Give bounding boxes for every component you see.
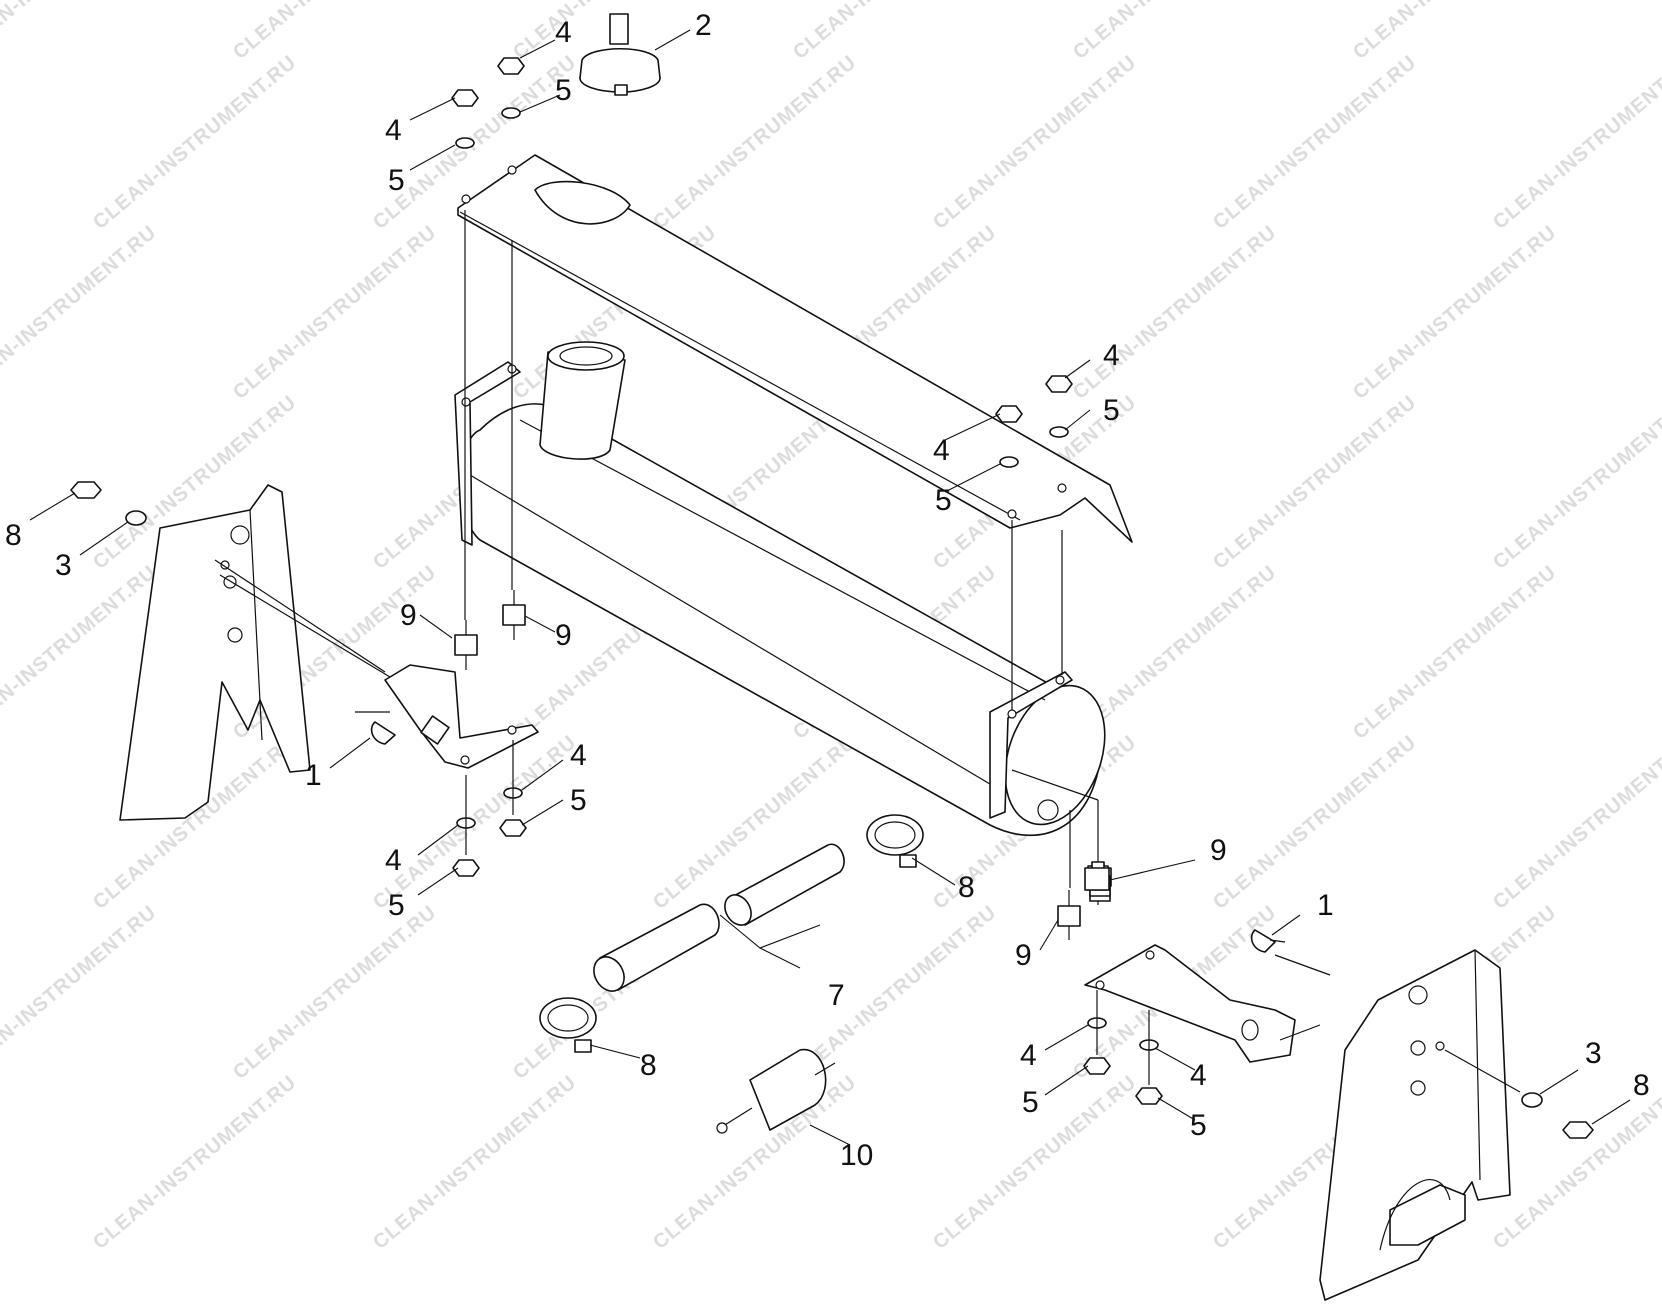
pipe-assembly	[593, 843, 845, 992]
watermark-text: CLEAN-INSTRUMENT.RU	[1209, 51, 1421, 234]
watermark-text: CLEAN-INSTRUMENT.RU	[1209, 731, 1421, 914]
callout-9: 9	[555, 619, 572, 652]
callout-labels: 2 4 5 4 5 4 5 4 5 8 3 9 9 1 4 5 4 5 8 7 …	[5, 9, 1650, 1172]
watermark-text: CLEAN-INSTRUMENT.RU	[1349, 561, 1561, 744]
callout-3: 3	[55, 549, 72, 582]
watermark-text: CLEAN-INSTRUMENT.RU	[789, 0, 1001, 64]
right-screw	[1250, 929, 1286, 953]
callout-5: 5	[388, 164, 405, 197]
callout-9: 9	[1210, 834, 1227, 867]
left-rubber-mounts	[454, 590, 526, 670]
watermark-text: CLEAN-INSTRUMENT.RU	[1489, 51, 1662, 234]
callout-10: 10	[840, 1139, 873, 1172]
callout-8: 8	[5, 519, 22, 552]
callout-1: 1	[1317, 889, 1334, 922]
inlet-pipe	[539, 341, 626, 460]
watermark-text: CLEAN-INSTRUMENT.RU	[229, 0, 441, 64]
top-hardware	[451, 57, 1073, 468]
callout-5: 5	[555, 74, 572, 107]
callout-4: 4	[570, 739, 587, 772]
callout-4: 4	[1190, 1059, 1207, 1092]
right-stand-hardware	[1444, 1049, 1594, 1139]
watermark-text: CLEAN-INSTRUMENT.RU	[649, 51, 861, 234]
callout-4: 4	[555, 16, 572, 49]
leader-lines	[29, 29, 1631, 1146]
right-bottom-hardware	[1083, 990, 1163, 1105]
fuel-cap	[579, 13, 661, 96]
watermark-text: CLEAN-INSTRUMENT.RU	[1209, 391, 1421, 574]
left-mount-bracket	[355, 664, 539, 769]
hose-clamps	[539, 814, 924, 1053]
callout-4: 4	[1020, 1039, 1037, 1072]
callout-4: 4	[1103, 339, 1120, 372]
watermark-text: CLEAN-INSTRUMENT.RU	[1069, 0, 1281, 64]
left-stand-hardware	[70, 481, 147, 526]
callout-4: 4	[385, 844, 402, 877]
watermark-text: CLEAN-INSTRUMENT.RU	[1069, 221, 1281, 404]
watermark-text: CLEAN-INSTRUMENT.RU	[1349, 221, 1561, 404]
left-bottom-hardware	[452, 740, 527, 877]
muffler-left-bracket	[454, 361, 521, 546]
callout-3: 3	[1585, 1037, 1602, 1070]
watermark-text: CLEAN-INSTRUMENT.RU	[0, 221, 161, 404]
watermark-text: CLEAN-INSTRUMENT.RU	[229, 901, 441, 1084]
callout-5: 5	[935, 484, 952, 517]
watermark-text: CLEAN-INSTRUMENT.RU	[1349, 0, 1561, 64]
callout-4: 4	[933, 434, 950, 467]
left-stand	[119, 484, 396, 821]
callout-9: 9	[400, 599, 417, 632]
heat-shield	[457, 154, 1133, 543]
callout-1: 1	[305, 759, 322, 792]
watermark-text: CLEAN-INSTRUMENT.RU	[1489, 731, 1662, 914]
watermark-text: CLEAN-INSTRUMENT.RU	[0, 901, 161, 1084]
watermark-text: CLEAN-INSTRUMENT.RU	[229, 221, 441, 404]
right-mount-bracket	[1084, 944, 1331, 1063]
watermark-text: CLEAN-INSTRUMENT.RU	[789, 901, 1001, 1084]
muffler-right-bracket	[989, 671, 1073, 819]
watermark-text: CLEAN-INSTRUMENT.RU	[649, 1071, 861, 1254]
right-stand	[1319, 949, 1511, 1301]
watermark-text: CLEAN-INSTRUMENT.RU	[929, 51, 1141, 234]
callout-8: 8	[640, 1049, 657, 1082]
watermark-text: CLEAN-INSTRUMENT.RU	[89, 51, 301, 234]
callout-8: 8	[958, 871, 975, 904]
callout-5: 5	[388, 889, 405, 922]
right-rubber-mounts	[1057, 861, 1112, 940]
callout-5: 5	[1103, 394, 1120, 427]
callout-5: 5	[1190, 1109, 1207, 1142]
callout-7: 7	[828, 979, 845, 1012]
callout-5: 5	[1022, 1086, 1039, 1119]
watermark-text: CLEAN-INSTRUMENT.RU	[1489, 391, 1662, 574]
fuel-filter	[716, 1049, 836, 1134]
callout-4: 4	[385, 114, 402, 147]
watermark-text: CLEAN-INSTRUMENT.RU	[0, 0, 161, 64]
callout-5: 5	[570, 784, 587, 817]
callout-9: 9	[1015, 939, 1032, 972]
watermark-text: CLEAN-INSTRUMENT.RU	[369, 1071, 581, 1254]
alignment-lines	[464, 210, 1099, 888]
watermark-text: CLEAN-INSTRUMENT.RU	[89, 1071, 301, 1254]
callout-2: 2	[695, 9, 712, 42]
callout-8: 8	[1633, 1069, 1650, 1102]
